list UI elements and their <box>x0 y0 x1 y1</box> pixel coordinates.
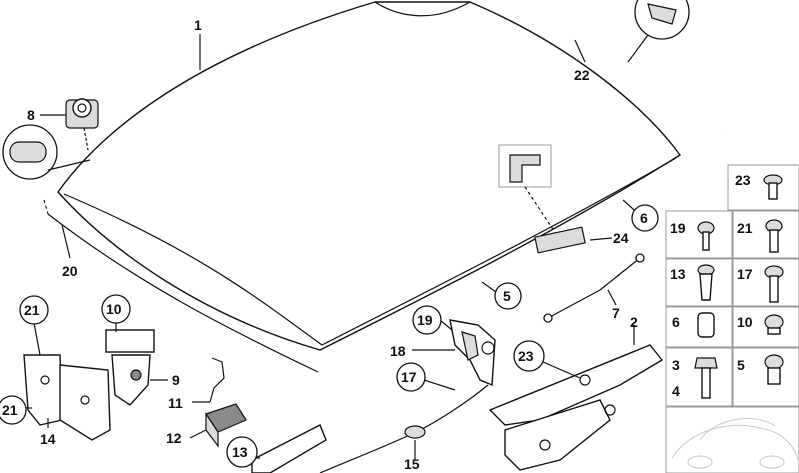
label-part-20: 20 <box>62 263 78 279</box>
label-part-6: 6 <box>640 210 648 226</box>
label-part-10: 10 <box>106 301 122 317</box>
hw-label-5: 5 <box>737 357 745 373</box>
hood-seal-strip <box>47 213 319 373</box>
gas-strut <box>543 253 645 323</box>
label-part-7: 7 <box>612 305 620 321</box>
screw-19-icon <box>697 221 715 251</box>
nut-6-icon <box>697 312 715 338</box>
hw-label-23: 23 <box>735 172 751 188</box>
mounting-bracket <box>251 424 327 473</box>
hw-label-13: 13 <box>670 266 686 282</box>
car-silhouette-icon <box>671 418 799 469</box>
hood-catch-left <box>23 354 111 441</box>
screw-23-icon <box>763 174 783 200</box>
hood-hinge <box>488 344 664 471</box>
seal-profile-detail <box>498 144 561 241</box>
screw-17-icon <box>764 265 784 303</box>
hood-lock-assembly <box>449 319 496 387</box>
release-cable <box>319 384 489 473</box>
label-part-22: 22 <box>574 67 590 83</box>
label-part-19: 19 <box>417 312 433 328</box>
bolt-5-icon <box>764 354 784 385</box>
callouts: 1 8 20 22 6 24 5 7 2 19 18 17 23 10 9 11… <box>0 17 659 472</box>
bolt-3-icon <box>694 357 718 399</box>
hw-label-21: 21 <box>737 220 753 236</box>
leader-lines <box>26 34 644 460</box>
rubber-seal-strip <box>534 226 586 254</box>
label-part-21-bottom: 21 <box>2 402 18 418</box>
hw-label-10: 10 <box>737 314 753 330</box>
label-part-1: 1 <box>194 17 202 33</box>
hw-label-4: 4 <box>672 383 680 399</box>
rubber-stop-block <box>205 403 247 448</box>
label-part-2: 2 <box>630 314 638 330</box>
hood-support-rod <box>484 0 726 131</box>
bolt-10-icon <box>764 314 784 335</box>
hood-lock-lower <box>105 329 155 406</box>
label-part-15: 15 <box>404 456 420 472</box>
label-part-14: 14 <box>40 431 56 447</box>
label-part-21-top: 21 <box>24 302 40 318</box>
label-part-8: 8 <box>27 107 35 123</box>
hw-label-3: 3 <box>672 357 680 373</box>
hw-label-19: 19 <box>670 220 686 236</box>
label-part-5: 5 <box>503 288 511 304</box>
label-part-17: 17 <box>401 369 417 385</box>
hw-label-6: 6 <box>672 314 680 330</box>
hw-label-17: 17 <box>737 266 753 282</box>
label-part-23: 23 <box>518 348 534 364</box>
label-part-9: 9 <box>172 372 180 388</box>
hardware-grid: 23 19 21 13 17 6 10 3 4 5 <box>665 164 799 473</box>
rubber-buffer-clip <box>65 98 99 151</box>
label-part-18: 18 <box>390 343 406 359</box>
label-part-11: 11 <box>168 395 183 411</box>
label-part-12: 12 <box>166 430 182 446</box>
label-part-24: 24 <box>613 230 629 246</box>
screw-21-icon <box>765 219 783 253</box>
label-part-13: 13 <box>232 444 248 460</box>
hood-panel <box>57 1 682 351</box>
safety-catch-spring <box>209 357 225 403</box>
expansion-rivet-13-icon <box>697 264 715 301</box>
seal-profile-inset <box>2 124 91 180</box>
